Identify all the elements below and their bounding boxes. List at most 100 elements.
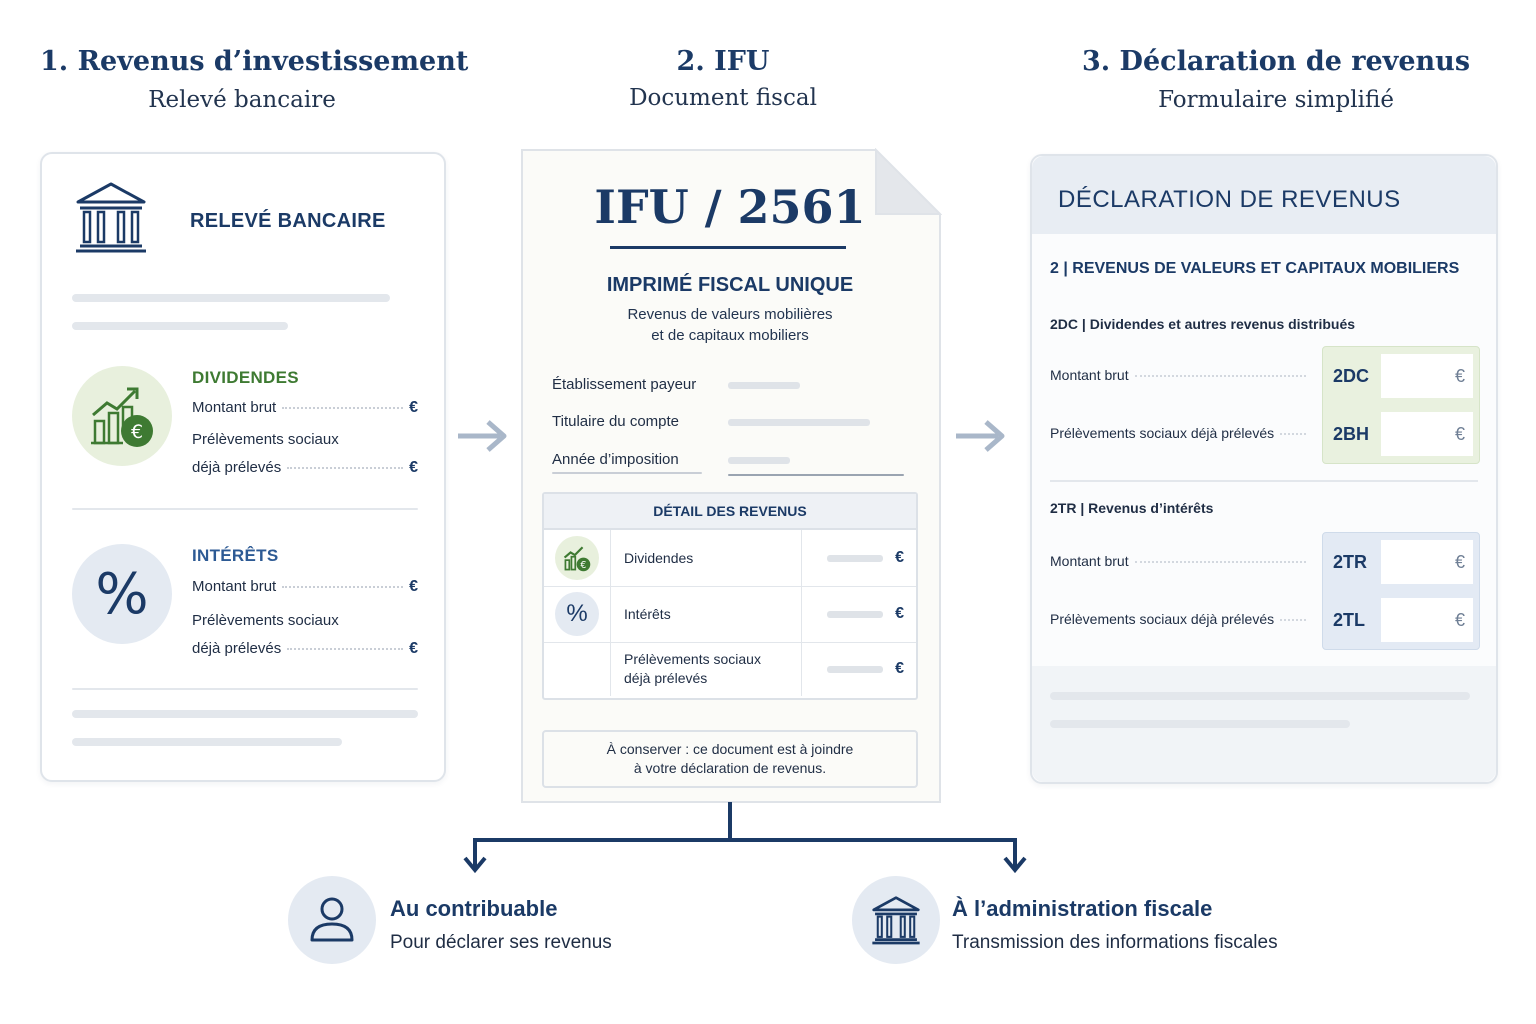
form-row: Montant brut: [1050, 367, 1312, 383]
recipient-title: Au contribuable: [390, 896, 558, 921]
interests-gross-row: Montant brut €: [192, 578, 418, 596]
chart-euro-icon: €: [563, 546, 591, 572]
recipient-title: À l’administration fiscale: [952, 896, 1213, 921]
description-line: Revenus de valeurs mobilières: [627, 306, 833, 323]
row-label: Prélèvements sociaux déjà prélevés: [1050, 611, 1275, 627]
interests-social-row-label: Prélèvements sociaux: [192, 612, 339, 629]
amount-input-2dc[interactable]: €: [1381, 354, 1473, 398]
column-subtitle: Relevé bancaire: [148, 87, 336, 113]
column-heading-3: 3. Déclaration de revenus Formulaire sim…: [1020, 46, 1532, 113]
field-underline: [728, 474, 904, 476]
amount-placeholder: [827, 665, 884, 673]
row-label-line: déjà prélevés: [624, 670, 708, 686]
box-2tl: 2TL €: [1323, 592, 1479, 648]
placeholder-line: [72, 294, 390, 302]
dividends-box-group: 2DC € 2BH €: [1322, 346, 1480, 464]
box-code: 2DC: [1333, 366, 1370, 386]
currency-symbol: €: [895, 660, 904, 677]
form-row: Prélèvements sociaux déjà prélevés: [1050, 611, 1312, 627]
amount-input-2bh[interactable]: €: [1381, 412, 1473, 456]
placeholder-line: [1050, 720, 1350, 728]
form-header-title: DÉCLARATION DE REVENUS: [1058, 186, 1401, 213]
row-label: déjà prélevés: [192, 459, 282, 476]
table-header: DÉTAIL DES REVENUS: [544, 494, 916, 530]
dividends-social-row-label: Prélèvements sociaux: [192, 431, 339, 448]
row-label: déjà prélevés: [192, 640, 282, 657]
placeholder-line: [72, 322, 288, 330]
box-code: 2TL: [1333, 610, 1366, 630]
row-label: Prélèvements sociaux: [192, 612, 339, 629]
group-title-dividends: 2DC | Dividendes et autres revenus distr…: [1050, 316, 1356, 332]
table-row: Prélèvements sociaux déjà prélevés €: [544, 642, 916, 696]
dividends-title: DIVIDENDES: [192, 368, 299, 387]
keep-document-note: À conserver : ce document est à joindre …: [542, 730, 918, 788]
description-line: et de capitaux mobiliers: [651, 327, 809, 344]
currency-symbol: €: [409, 459, 418, 476]
ifu-description: Revenus de valeurs mobilières et de capi…: [520, 304, 940, 346]
chart-euro-icon: €: [91, 387, 153, 447]
table-row: € Dividendes €: [544, 530, 916, 587]
row-label: Prélèvements sociaux: [192, 431, 339, 448]
amount-input-2tl[interactable]: €: [1381, 598, 1473, 642]
field-payer-value: [728, 382, 800, 389]
svg-text:€: €: [580, 560, 586, 571]
person-icon: [310, 897, 354, 942]
column-heading-2: 2. IFU Document fiscal: [522, 46, 924, 111]
recipient-subtitle: Pour déclarer ses revenus: [390, 932, 612, 953]
divider: [72, 688, 418, 690]
interests-title: INTÉRÊTS: [192, 546, 279, 565]
box-2tr: 2TR €: [1323, 534, 1479, 590]
column-subtitle: Formulaire simplifié: [1158, 87, 1394, 113]
table-row: % Intérêts €: [544, 586, 916, 643]
currency-symbol: €: [409, 640, 418, 657]
distribution-connector: [463, 802, 1027, 874]
note-line: à votre déclaration de revenus.: [633, 760, 827, 776]
currency-symbol: €: [409, 399, 418, 416]
amount-placeholder: [827, 554, 884, 562]
form-section-title: 2 | REVENUS DE VALEURS ET CAPITAUX MOBIL…: [1050, 260, 1460, 277]
title-underline: [610, 246, 846, 249]
column-heading-1: 1. Revenus d’investissement Relevé banca…: [40, 46, 469, 113]
row-label: Montant brut: [1050, 367, 1129, 383]
placeholder-line: [72, 738, 342, 746]
placeholder-line: [72, 710, 418, 718]
dividends-social-row: déjà prélevés €: [192, 459, 418, 477]
row-label: Intérêts: [610, 586, 802, 642]
amount-input-2tr[interactable]: €: [1381, 540, 1473, 584]
declaration-form: DÉCLARATION DE REVENUS 2 | REVENUS DE VA…: [1030, 154, 1498, 784]
currency-symbol: €: [895, 605, 904, 622]
bank-statement-title: RELEVÉ BANCAIRE: [190, 210, 386, 232]
currency-symbol: €: [895, 549, 904, 566]
ifu-heading: IMPRIMÉ FISCAL UNIQUE: [606, 274, 854, 296]
currency-symbol: €: [409, 578, 418, 595]
recipient-subtitle: Transmission des informations fiscales: [952, 932, 1278, 953]
row-label: Montant brut: [192, 399, 277, 416]
column-subtitle: Document fiscal: [629, 85, 817, 111]
taxpayer-circle: [288, 876, 376, 964]
row-label: Dividendes: [610, 530, 802, 586]
row-label: Prélèvements sociaux déjà prélevés: [610, 642, 802, 696]
box-code: 2BH: [1333, 424, 1370, 444]
row-label: Prélèvements sociaux déjà prélevés: [1050, 425, 1275, 441]
column-title: 2. IFU: [676, 46, 770, 77]
note-line: À conserver : ce document est à joindre: [606, 741, 854, 757]
row-label-line: Prélèvements sociaux: [624, 651, 761, 667]
column-title: 3. Déclaration de revenus: [1081, 46, 1471, 77]
dividends-badge: €: [555, 536, 599, 580]
row-label: Montant brut: [1050, 553, 1129, 569]
arrow-right-icon: [458, 420, 507, 452]
column-title: 1. Revenus d’investissement: [40, 46, 469, 77]
percent-icon: %: [95, 561, 149, 627]
percent-icon: %: [566, 600, 588, 627]
svg-text:€: €: [131, 421, 143, 443]
field-payer-label: Établissement payeur: [552, 376, 697, 393]
income-detail-table: DÉTAIL DES REVENUS € Dividendes €: [542, 492, 918, 700]
row-label: Montant brut: [192, 578, 277, 595]
divider: [72, 508, 418, 510]
tax-administration-circle: [852, 876, 940, 964]
placeholder-line: [1050, 692, 1470, 700]
field-holder-label: Titulaire du compte: [552, 413, 680, 430]
field-holder-value: [728, 419, 870, 426]
amount-placeholder: [827, 610, 884, 618]
arrow-right-icon: [956, 420, 1005, 452]
